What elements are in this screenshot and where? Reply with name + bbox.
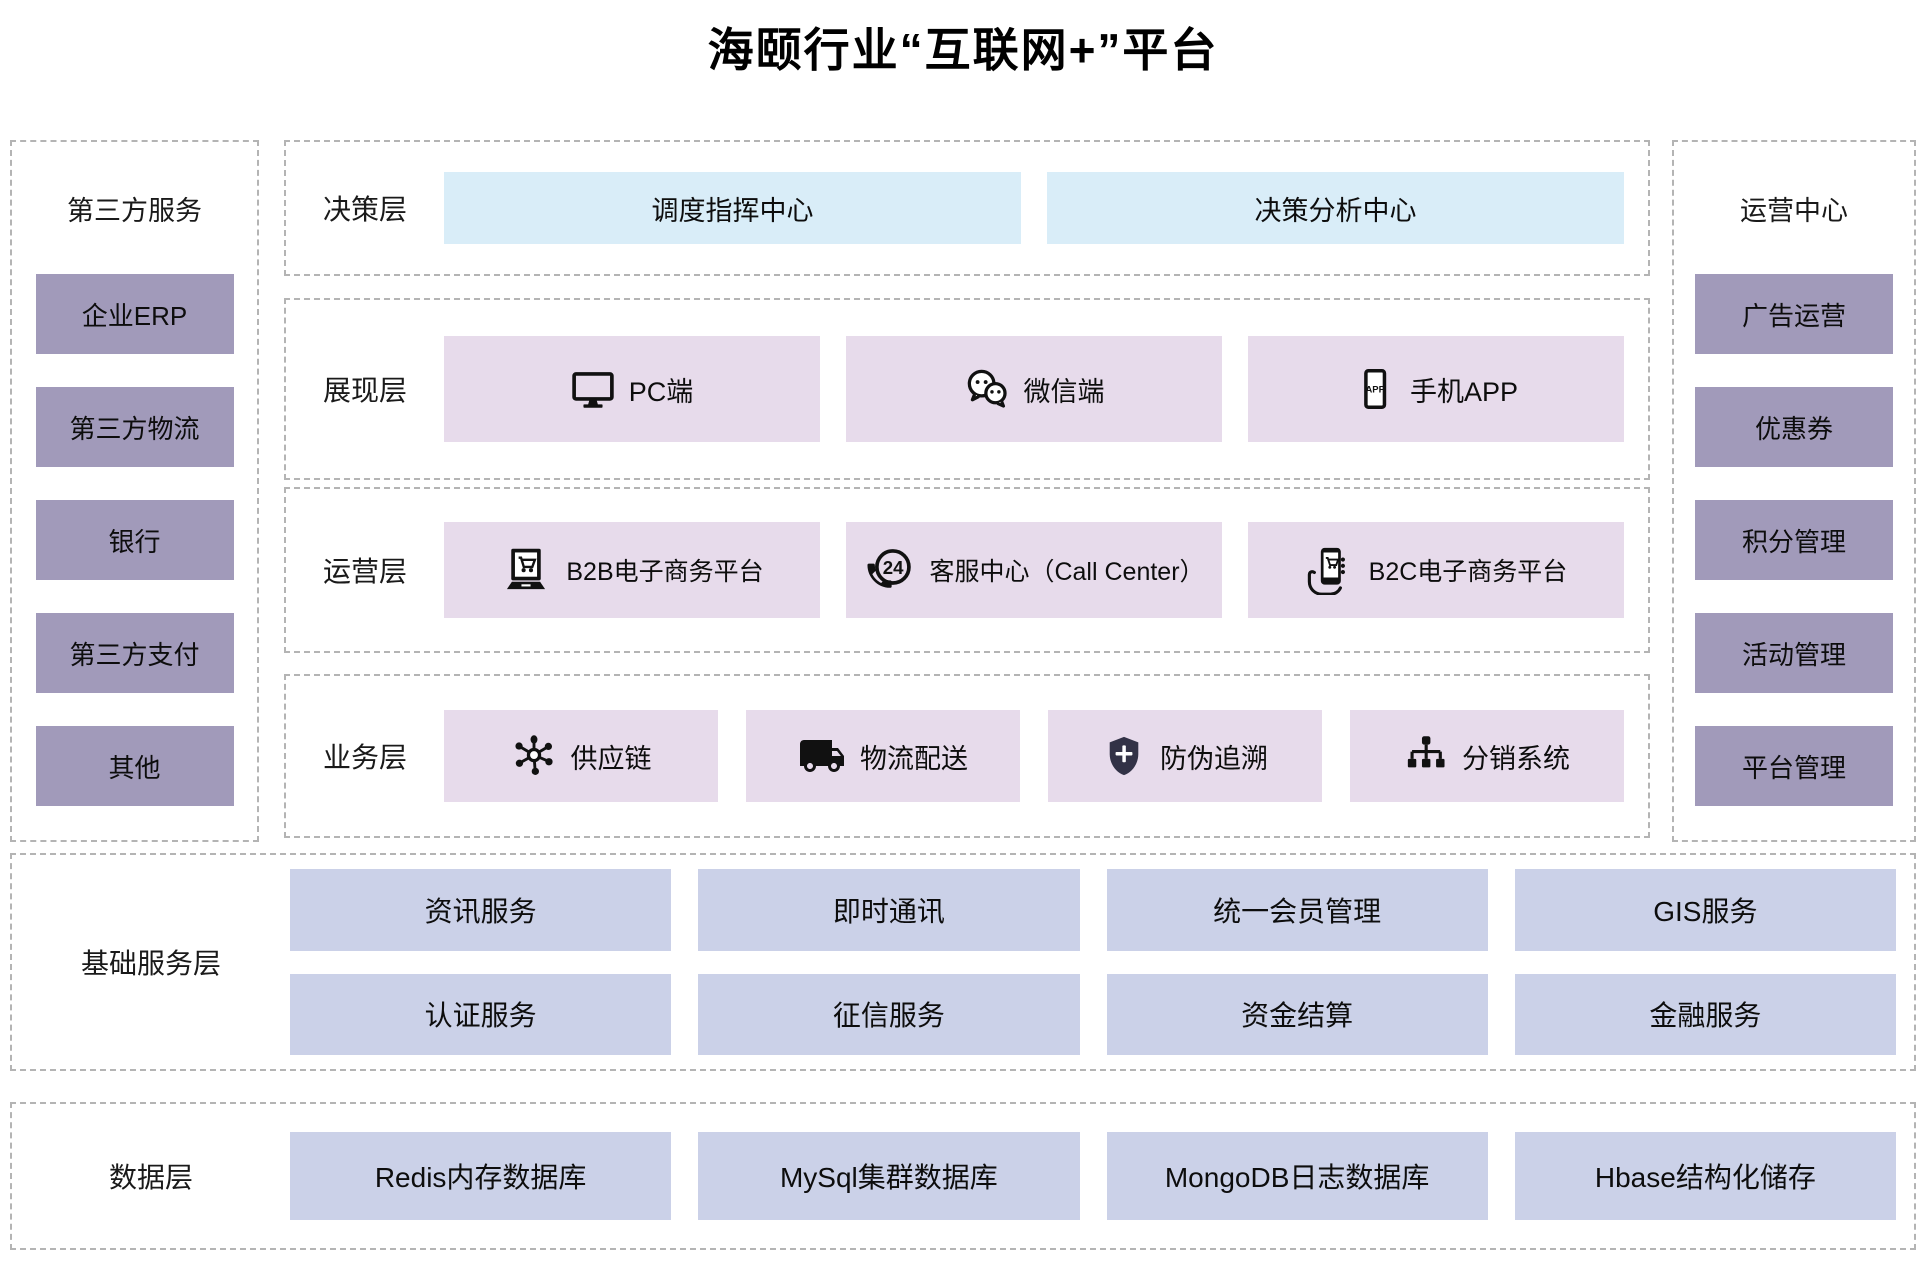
operation-layer-boxes: B2B电子商务平台 24 客服中心（Call Center） [444,522,1648,618]
svc-gis: GIS服务 [1514,869,1896,951]
presentation-layer-section: 展现层 PC端 [284,298,1650,480]
list-item-activity: 活动管理 [1695,613,1893,693]
svg-text:24: 24 [883,557,904,578]
list-item-erp: 企业ERP [35,274,234,354]
operations-center-list: 广告运营 优惠券 积分管理 活动管理 平台管理 [1695,274,1893,806]
decision-layer-section: 决策层 调度指挥中心 决策分析中心 [284,140,1650,276]
list-item-logistics: 第三方物流 [35,387,234,467]
box-label: 调度指挥中心 [651,195,814,226]
wechat-client-box: 微信端 [846,336,1222,442]
dispatch-command-center-box: 调度指挥中心 [444,172,1021,244]
laptop-cart-icon [500,544,552,596]
box-label: 供应链 [570,743,652,774]
data-layer-section: 数据层 Redis内存数据库 MySql集群数据库 MongoDB日志数据库 H… [10,1102,1916,1250]
shield-plus-icon [1102,734,1146,778]
svc-instant-messaging: 即时通讯 [698,869,1080,951]
phone-24-icon: 24 [863,544,915,596]
anti-counterfeit-box: 防伪追溯 [1048,710,1322,802]
b2b-ecommerce-box: B2B电子商务平台 [444,522,820,618]
mobile-app-box: APP 手机APP [1248,336,1624,442]
phone-cart-icon [1305,545,1355,595]
db-mysql: MySql集群数据库 [698,1132,1080,1220]
b2c-ecommerce-box: B2C电子商务平台 [1248,522,1624,618]
base-services-section: 基础服务层 资讯服务 即时通讯 统一会员管理 GIS服务 认证服务 征信服务 资… [10,853,1916,1071]
svc-member-management: 统一会员管理 [1106,869,1488,951]
pc-client-box: PC端 [444,336,820,442]
svc-info-service: 资讯服务 [290,869,672,951]
operation-layer-label: 运营层 [322,556,407,587]
distribution-system-box: 分销系统 [1350,710,1624,802]
box-label: 防伪追溯 [1160,743,1268,774]
box-label: 物流配送 [860,743,968,774]
box-label: 手机APP [1409,376,1519,407]
data-layer-grid: Redis内存数据库 MySql集群数据库 MongoDB日志数据库 Hbase… [290,1104,1914,1248]
presentation-layer-boxes: PC端 微信端 [444,336,1648,442]
list-item-platform: 平台管理 [1695,726,1893,806]
presentation-layer-label: 展现层 [322,375,407,406]
third-party-services-title: 第三方服务 [67,195,202,226]
mobile-app-icon: APP [1354,368,1396,410]
list-item-points: 积分管理 [1695,500,1893,580]
list-item-other: 其他 [35,726,234,806]
operations-center-title: 运营中心 [1740,195,1848,226]
operations-center-panel: 运营中心 广告运营 优惠券 积分管理 活动管理 平台管理 [1672,140,1916,842]
svc-finance: 金融服务 [1514,973,1896,1055]
list-item-payment: 第三方支付 [35,613,234,693]
decision-analysis-center-box: 决策分析中心 [1047,172,1624,244]
list-item-bank: 银行 [35,500,234,580]
truck-icon [798,732,846,780]
svg-text:APP: APP [1365,384,1384,395]
box-label: B2C电子商务平台 [1368,558,1568,586]
box-label: 决策分析中心 [1254,195,1417,226]
box-label: B2B电子商务平台 [566,558,764,586]
box-label: 微信端 [1023,376,1105,407]
business-layer-section: 业务层 [284,674,1650,838]
db-mongodb: MongoDB日志数据库 [1106,1132,1488,1220]
operation-layer-section: 运营层 B2B电子商务平台 [284,487,1650,653]
network-icon [511,733,557,779]
list-item-coupon: 优惠券 [1695,387,1893,467]
third-party-services-list: 企业ERP 第三方物流 银行 第三方支付 其他 [35,274,234,806]
box-label: 分销系统 [1462,743,1570,774]
list-item-ad-operation: 广告运营 [1695,274,1893,354]
decision-layer-label: 决策层 [322,194,407,225]
wechat-icon [964,366,1010,412]
hierarchy-icon [1404,734,1448,778]
page-title: 海颐行业“互联网+”平台 [707,24,1219,76]
third-party-services-panel: 第三方服务 企业ERP 第三方物流 银行 第三方支付 其他 [10,140,259,842]
base-services-label: 基础服务层 [80,948,221,979]
data-layer-label: 数据层 [108,1162,193,1193]
base-services-grid: 资讯服务 即时通讯 统一会员管理 GIS服务 认证服务 征信服务 资金结算 金融… [290,855,1914,1069]
business-layer-boxes: 供应链 物流配送 防伪追溯 [444,710,1648,802]
business-layer-label: 业务层 [322,742,407,773]
svc-authentication: 认证服务 [290,973,672,1055]
box-label: 客服中心（Call Center） [929,558,1205,586]
db-redis: Redis内存数据库 [290,1132,672,1220]
logistics-delivery-box: 物流配送 [746,710,1020,802]
box-label: PC端 [628,376,694,407]
svc-fund-settlement: 资金结算 [1106,973,1488,1055]
call-center-box: 24 客服中心（Call Center） [846,522,1222,618]
monitor-icon [571,367,615,411]
supply-chain-box: 供应链 [444,710,718,802]
svc-credit: 征信服务 [698,973,1080,1055]
decision-layer-boxes: 调度指挥中心 决策分析中心 [444,172,1648,244]
db-hbase: Hbase结构化储存 [1514,1132,1896,1220]
